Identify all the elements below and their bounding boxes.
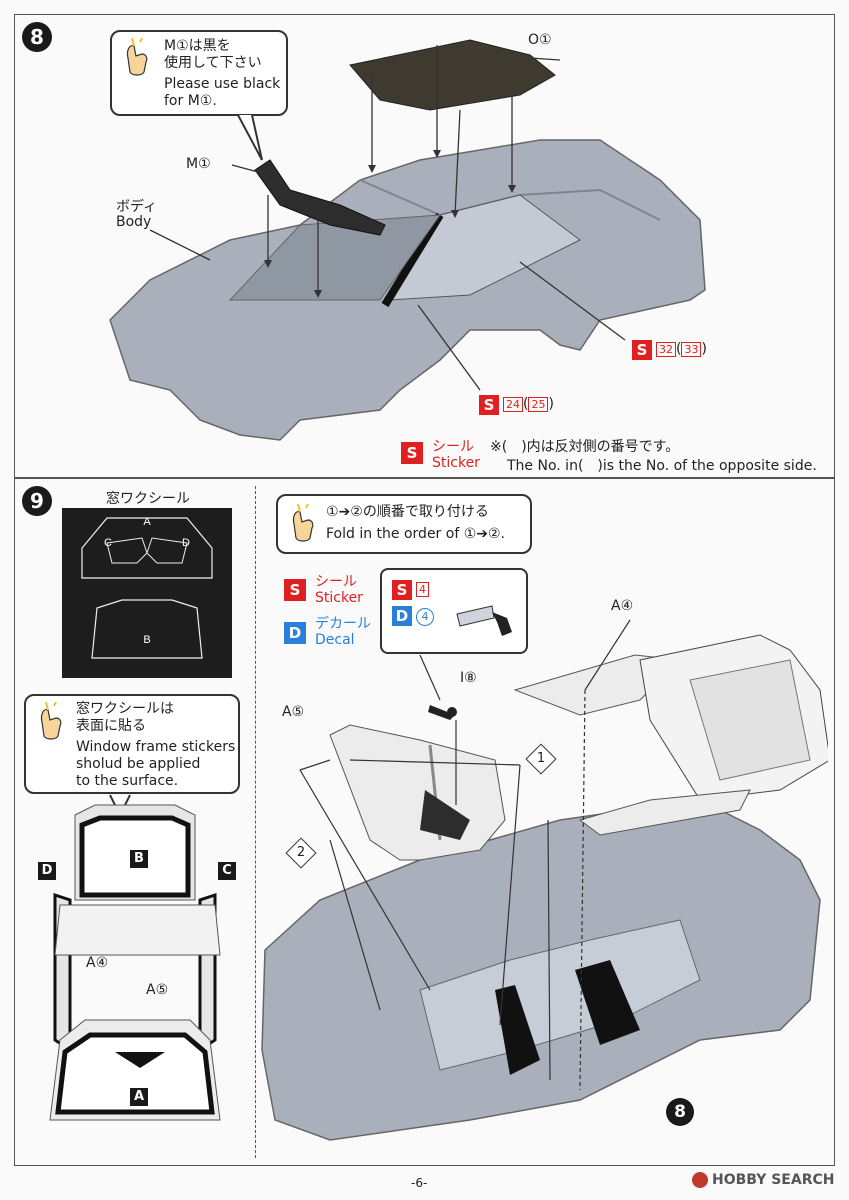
page-number: -6- [411, 1176, 428, 1190]
tip-bubble-surface: 窓ワクシールは 表面に貼る Window frame stickers shol… [24, 694, 240, 794]
bubble-en-line-1: Please use black [164, 76, 281, 92]
mirror-sticker-badge: S [392, 580, 412, 600]
sticker-legend-jp: シール [315, 574, 357, 590]
label-a4: A④ [611, 598, 634, 614]
panel-label-a: A [130, 1088, 148, 1106]
sticker-num-25: 25 [528, 397, 549, 412]
tip-bubble-fold: ①➔②の順番で取り付ける Fold in the order of ①➔②. [276, 494, 532, 554]
sticker-legend-icon: S [284, 579, 306, 601]
sticker-legend-en: Sticker [432, 455, 480, 471]
roof-part-o1 [349, 39, 556, 111]
left-label-a4: A④ [86, 955, 109, 971]
pointing-hand-icon [126, 38, 148, 76]
sticker-legend-en: Sticker [315, 590, 363, 606]
label-a5: A⑤ [282, 704, 305, 720]
opposite-side-note-jp: ※( )内は反対側の番号です。 [490, 439, 680, 455]
sheet-label-c: C [104, 537, 112, 549]
bubble-jp-line-1: M①は黒を [164, 38, 231, 54]
left-label-a5: A⑤ [146, 982, 169, 998]
pointing-hand-icon [292, 504, 314, 542]
fold-order-2-label: 2 [296, 845, 306, 860]
glass-part-a5 [329, 724, 506, 861]
surface-jp-line-2: 表面に貼る [76, 718, 146, 734]
rearview-mirror-icon [456, 605, 512, 636]
window-frame-diagram [49, 794, 221, 1121]
window-sticker-title: 窓ワクシール [106, 491, 190, 507]
window-sticker-sheet: A C D B [62, 508, 232, 678]
body-label-jp: ボディ [116, 199, 158, 215]
panel-label-b: B [130, 850, 148, 868]
step-9-panel [14, 478, 835, 1166]
tip-bubble-black: M①は黒を 使用して下さい Please use black for M①. [110, 30, 288, 116]
sheet-label-d: D [182, 537, 190, 549]
fold-en: Fold in the order of ①➔②. [326, 526, 505, 542]
surface-en-line-2: sholud be applied [76, 756, 201, 772]
part-m1 [254, 159, 386, 236]
surface-en-line-3: to the surface. [76, 773, 179, 789]
label-o1: O① [528, 32, 552, 48]
sticker-ref-32-33: 32(33) [656, 341, 707, 357]
watermark-text: HOBBY SEARCH [712, 1172, 835, 1188]
surface-jp-line-1: 窓ワクシールは [76, 701, 174, 717]
step-8-illustration [109, 39, 706, 441]
step-8-number: 8 [22, 22, 52, 52]
mirror-callout: S 4 D 4 [380, 568, 528, 654]
step-9-illustration [261, 619, 828, 1141]
decal-legend-jp: デカール [315, 616, 371, 632]
sticker-legend-jp: シール [432, 439, 474, 455]
mirror-decal-num: 4 [416, 608, 434, 626]
panel-label-d: D [38, 862, 56, 880]
watermark-logo-icon [692, 1172, 708, 1188]
step-9-divider [255, 486, 256, 1158]
sticker-legend-icon: S [401, 442, 423, 464]
surface-en-line-1: Window frame stickers [76, 739, 236, 755]
bubble-en-line-2: for M①. [164, 93, 217, 109]
step-8-panel [14, 14, 835, 478]
decal-legend-icon: D [284, 622, 306, 644]
label-m1: M① [186, 156, 211, 172]
fold-jp: ①➔②の順番で取り付ける [326, 504, 489, 520]
bubble-jp-line-2: 使用して下さい [164, 55, 262, 71]
sticker-num-24: 24 [503, 397, 523, 412]
sticker-ref-24-25: 24(25) [503, 396, 554, 412]
sticker-badge-icon: S [632, 340, 652, 360]
mirror-decal-badge: D [392, 606, 412, 626]
step-9-number: 9 [22, 486, 52, 516]
sticker-badge-icon: S [479, 395, 499, 415]
mirror-sticker-num: 4 [416, 582, 429, 597]
opposite-side-note-en: The No. in( )is the No. of the opposite … [507, 458, 817, 474]
body-label-en: Body [116, 214, 152, 230]
sheet-label-a: A [143, 516, 151, 528]
pointing-hand-icon [40, 702, 62, 740]
sticker-num-32: 32 [656, 342, 676, 357]
label-i8: I⑧ [460, 670, 477, 686]
sticker-num-33: 33 [681, 342, 702, 357]
sheet-label-b: B [143, 634, 150, 646]
step-8-reference: 8 [666, 1098, 694, 1126]
decal-legend-en: Decal [315, 632, 355, 648]
panel-label-c: C [218, 862, 236, 880]
fold-order-1-label: 1 [536, 751, 546, 766]
